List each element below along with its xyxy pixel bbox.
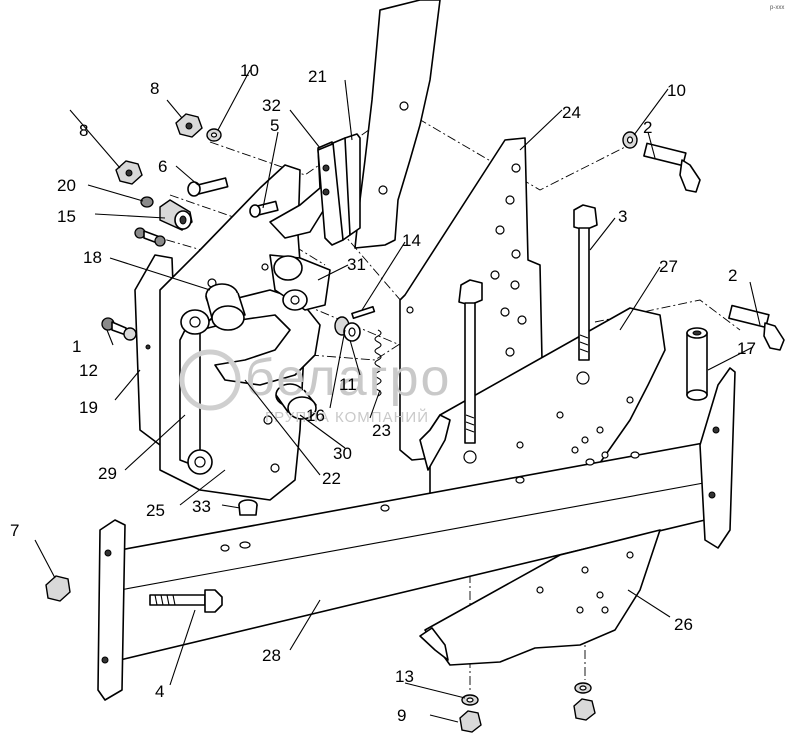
washer-12 (123, 327, 137, 341)
callout-7: 7 (10, 521, 19, 540)
callout-8: 8 (79, 121, 88, 140)
callout-18: 18 (83, 248, 102, 267)
bushing-11-hole (348, 327, 356, 337)
callout-3: 3 (618, 207, 627, 226)
clamp-plate-27-flange (419, 414, 451, 471)
sleeve-17 (686, 327, 708, 401)
bolt-2-lower (728, 304, 785, 351)
nut-9-right (573, 698, 596, 721)
roller-30 (275, 383, 317, 420)
end-plate-hole (712, 426, 720, 434)
cap-33 (238, 499, 258, 516)
nut-9-left (459, 710, 482, 733)
side-plate-19-hole (145, 344, 151, 350)
upper-frame-hole (378, 185, 388, 195)
callout-21: 21 (308, 67, 327, 86)
clamp-plate-26-holes (536, 551, 634, 614)
callout-31: 31 (347, 255, 366, 274)
bolt-4 (149, 589, 223, 613)
callout-15: 15 (57, 207, 76, 226)
spring-23 (374, 329, 382, 397)
end-plate-hole (101, 656, 109, 664)
washer-10-left-hole (210, 132, 218, 138)
link-arm-31-hole (290, 295, 300, 305)
callout-28: 28 (262, 646, 281, 665)
long-bolt-3-left (458, 279, 483, 444)
callout-22: 22 (322, 469, 341, 488)
latch-plate-hole (322, 188, 330, 196)
main-beam-28-holes (220, 451, 640, 552)
watermark-logo-mark (179, 349, 241, 411)
callout-8: 8 (150, 79, 159, 98)
upper-frame-background (354, 0, 441, 249)
nipple-20 (140, 196, 154, 208)
callout-19: 19 (79, 398, 98, 417)
bolt-1 (101, 317, 127, 336)
bolt-2-upper (643, 142, 701, 193)
callout-29: 29 (98, 464, 117, 483)
callout-33: 33 (192, 497, 211, 516)
callout-16: 16 (306, 406, 325, 425)
corner-code: p-xxx (770, 5, 784, 11)
beam-end-plate-right (699, 367, 736, 549)
callout-1: 1 (72, 337, 81, 356)
watermark-logo-text: белагро (245, 349, 451, 407)
watermark: белагро ГРУППА КОМПАНИЙ (179, 349, 451, 426)
callout-6: 6 (158, 157, 167, 176)
link-arm-31-boss (273, 255, 303, 281)
clamp-plate-26-flange (419, 627, 449, 661)
callout-4: 4 (155, 682, 164, 701)
callout-13: 13 (395, 667, 414, 686)
end-plate-hole (708, 491, 716, 499)
leader-lines (34, 69, 761, 723)
long-bolt-3-right (573, 204, 598, 361)
nut-7 (45, 575, 71, 602)
upper-frame-hole (399, 101, 409, 111)
callout-9: 9 (397, 706, 406, 725)
fitting-15 (159, 199, 193, 231)
callout-5: 5 (270, 116, 279, 135)
washer-13-left-hole (466, 697, 474, 703)
roller-link (180, 309, 210, 335)
callout-17: 17 (737, 339, 756, 358)
latch-plate-21c (344, 133, 361, 236)
callout-32: 32 (262, 96, 281, 115)
callout-2: 2 (728, 266, 737, 285)
bolt-5 (249, 200, 279, 218)
roller-18 (205, 283, 246, 331)
clamp-plate-26 (424, 529, 661, 666)
main-beam-28-edge (119, 479, 721, 591)
washer-10-right-hole (626, 136, 634, 144)
callout-14: 14 (402, 231, 421, 250)
callout-2: 2 (643, 118, 652, 137)
callout-23: 23 (372, 421, 391, 440)
callout-24: 24 (562, 103, 581, 122)
callout-30: 30 (333, 444, 352, 463)
callout-25: 25 (146, 501, 165, 520)
callout-labels: 1 2 2 3 4 5 6 7 8 8 9 10 10 11 12 13 14 … (10, 61, 756, 725)
watermark-caption: ГРУППА КОМПАНИЙ (265, 408, 429, 426)
bar-29-eye-hole (194, 456, 206, 468)
callout-20: 20 (57, 176, 76, 195)
callout-10: 10 (240, 61, 259, 80)
latch-plate-32 (269, 141, 334, 239)
latch-plate-hole (322, 164, 330, 172)
nut-8-upper (175, 113, 203, 138)
beam-end-plate-left (97, 519, 126, 701)
grease-nipple (134, 227, 166, 247)
callout-27: 27 (659, 257, 678, 276)
clamp-plate-27-holes (463, 371, 634, 464)
bolt-6 (187, 177, 229, 197)
washer-13-right-hole (579, 685, 587, 691)
nut-8-lower (115, 160, 143, 185)
callout-12: 12 (79, 361, 98, 380)
callout-11: 11 (339, 375, 357, 394)
callout-10: 10 (667, 81, 686, 100)
end-plate-hole (104, 549, 112, 557)
callout-26: 26 (674, 615, 693, 634)
